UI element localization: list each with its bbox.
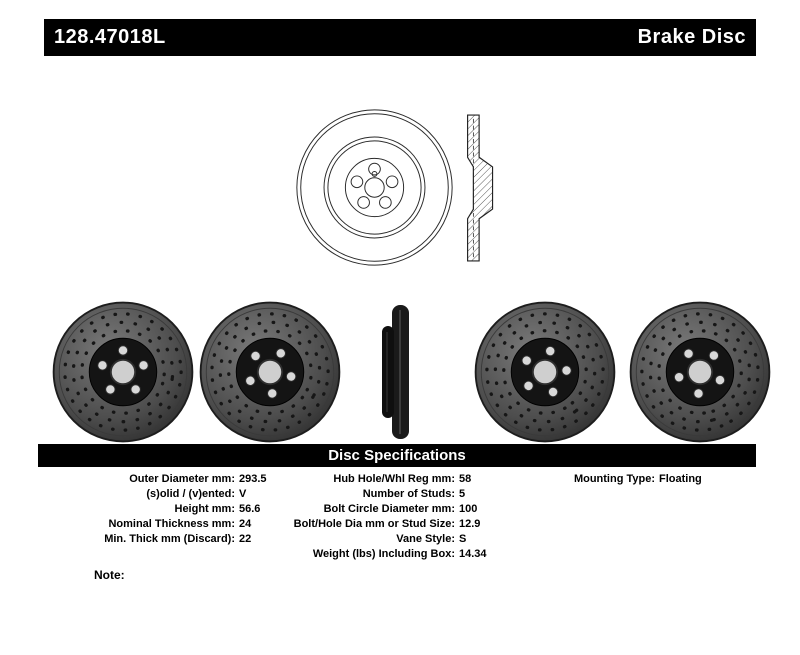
spec-label: Number of Studs: bbox=[362, 487, 455, 500]
spec-value: 56.6 bbox=[239, 502, 261, 515]
spec-label: (s)olid / (v)ented: bbox=[146, 487, 235, 500]
rotor-edge-view-photo bbox=[372, 302, 418, 447]
spec-column-right: Mounting Type: Floating bbox=[555, 471, 702, 486]
spec-value: 58 bbox=[459, 472, 472, 485]
spec-value: 100 bbox=[459, 502, 478, 515]
spec-label: Bolt/Hole Dia mm or Stud Size: bbox=[293, 517, 455, 530]
spec-label: Hub Hole/Whl Reg mm: bbox=[333, 472, 455, 485]
disc-specifications-header: Disc Specifications bbox=[38, 444, 756, 467]
spec-column-middle: Hub Hole/Whl Reg mm: 58 Number of Studs:… bbox=[280, 471, 487, 561]
spec-label: Weight (lbs) Including Box: bbox=[312, 547, 455, 560]
spec-row-outer-diameter: Outer Diameter mm: 293.5 bbox=[30, 471, 267, 486]
spec-value: 293.5 bbox=[239, 472, 267, 485]
spec-row-weight: Weight (lbs) Including Box: 14.34 bbox=[280, 546, 487, 561]
brake-disc-cross-section-drawing bbox=[458, 108, 506, 273]
brake-disc-front-view-drawing bbox=[292, 105, 457, 275]
drilled-rotor-photo-3 bbox=[470, 297, 620, 452]
spec-row-bolt-circle-diameter: Bolt Circle Diameter mm: 100 bbox=[280, 501, 487, 516]
spec-row-hub-hole: Hub Hole/Whl Reg mm: 58 bbox=[280, 471, 487, 486]
spec-row-nominal-thickness: Nominal Thickness mm: 24 bbox=[30, 516, 267, 531]
product-type-title: Brake Disc bbox=[637, 26, 746, 48]
header-bar: 128.47018L Brake Disc bbox=[44, 19, 756, 56]
spec-row-bolt-hole-dia: Bolt/Hole Dia mm or Stud Size: 12.9 bbox=[280, 516, 487, 531]
spec-label: Nominal Thickness mm: bbox=[108, 517, 235, 530]
spec-label: Bolt Circle Diameter mm: bbox=[323, 502, 455, 515]
drilled-rotor-photo-2 bbox=[195, 297, 345, 452]
spec-label: Min. Thick mm (Discard): bbox=[104, 532, 235, 545]
spec-value: 24 bbox=[239, 517, 252, 530]
spec-row-number-of-studs: Number of Studs: 5 bbox=[280, 486, 487, 501]
drilled-rotor-photo-1 bbox=[48, 297, 198, 452]
spec-row-mounting-type: Mounting Type: Floating bbox=[555, 471, 702, 486]
spec-row-vane-style: Vane Style: S bbox=[280, 531, 487, 546]
note-label: Note: bbox=[94, 568, 125, 582]
spec-value: 5 bbox=[459, 487, 466, 500]
spec-value: V bbox=[239, 487, 247, 500]
spec-value: S bbox=[459, 532, 467, 545]
spec-label: Outer Diameter mm: bbox=[129, 472, 235, 485]
spec-value: 12.9 bbox=[459, 517, 481, 530]
spec-row-min-thick: Min. Thick mm (Discard): 22 bbox=[30, 531, 267, 546]
spec-value: 14.34 bbox=[459, 547, 487, 560]
spec-label: Vane Style: bbox=[396, 532, 455, 545]
spec-label: Mounting Type: bbox=[573, 472, 655, 485]
drilled-rotor-photo-4 bbox=[625, 297, 775, 452]
part-number: 128.47018L bbox=[54, 26, 166, 48]
spec-value: Floating bbox=[659, 472, 702, 485]
spec-row-height: Height mm: 56.6 bbox=[30, 501, 267, 516]
spec-column-left: Outer Diameter mm: 293.5 (s)olid / (v)en… bbox=[30, 471, 267, 546]
spec-row-solid-vented: (s)olid / (v)ented: V bbox=[30, 486, 267, 501]
spec-label: Height mm: bbox=[174, 502, 236, 515]
spec-value: 22 bbox=[239, 532, 252, 545]
